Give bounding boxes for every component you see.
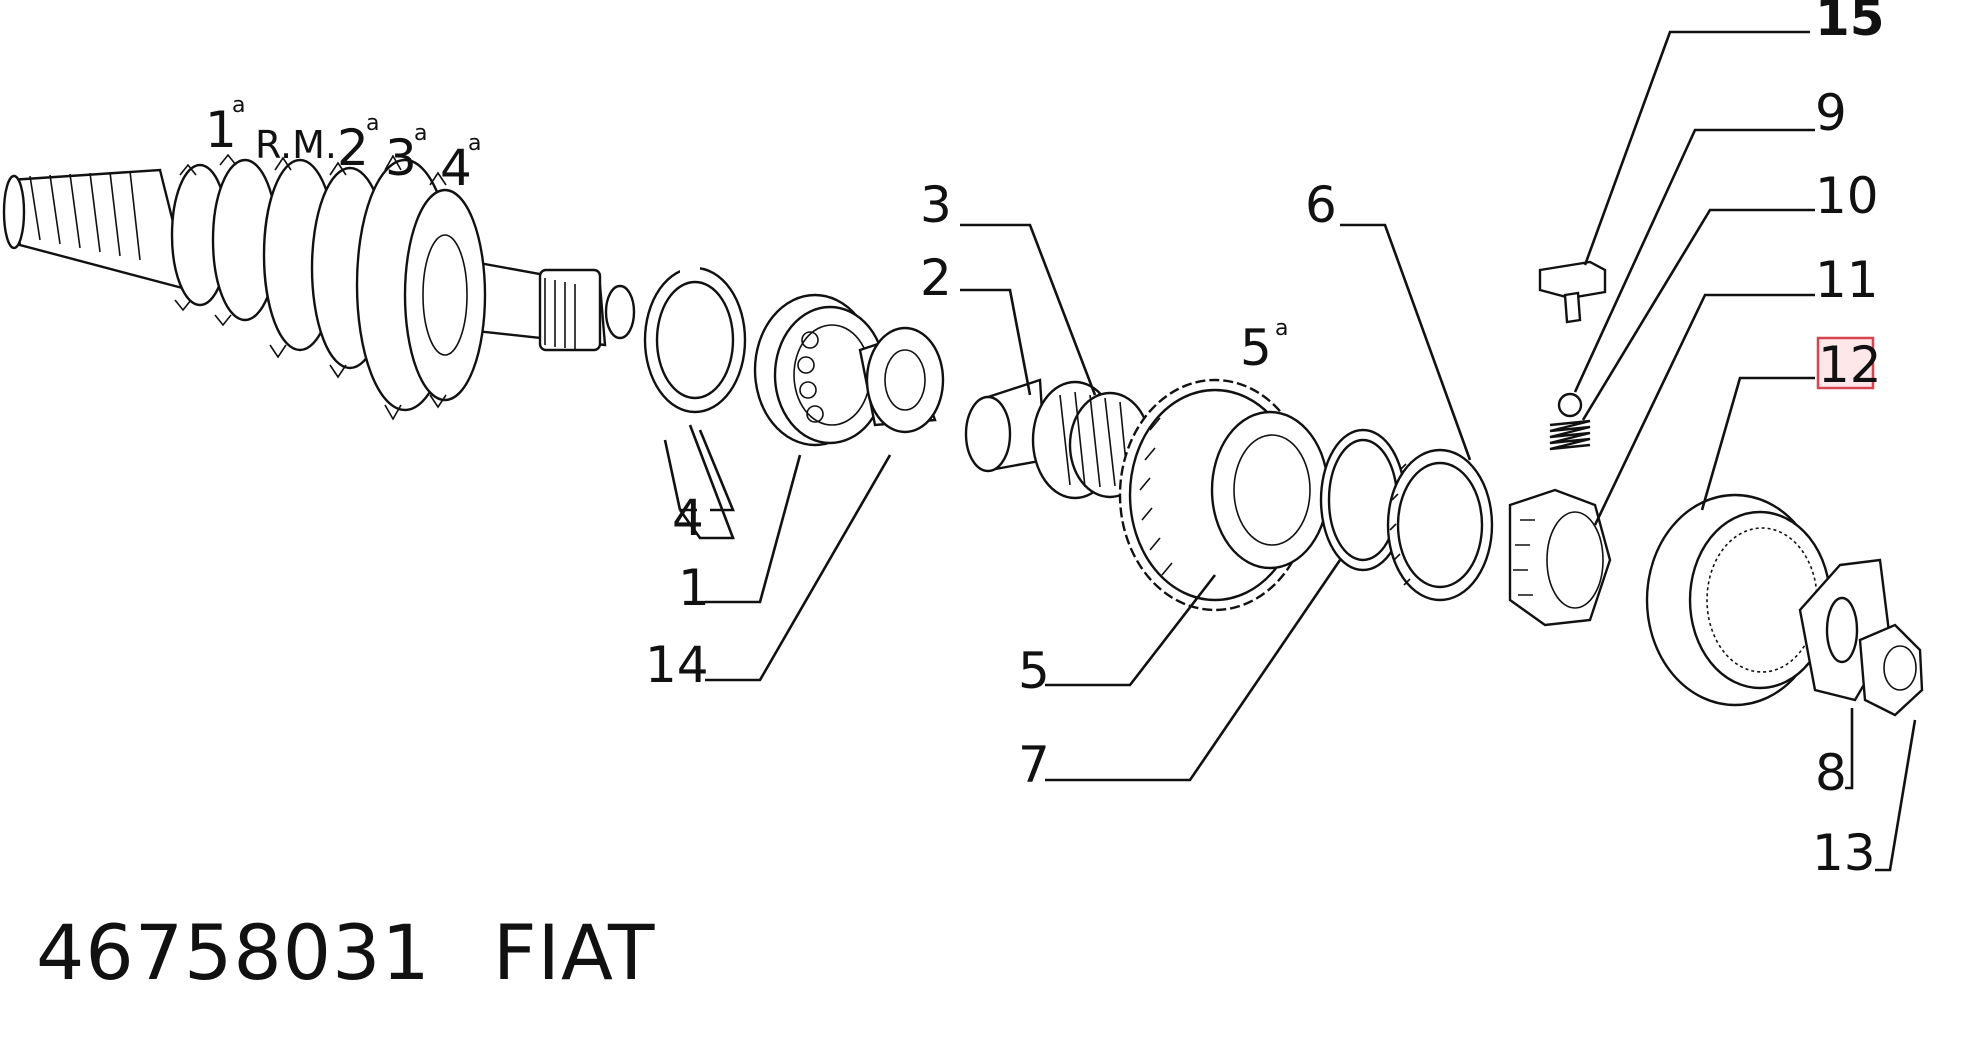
part-9-ball[interactable] bbox=[1557, 392, 1583, 418]
gear-label-4: 4 bbox=[440, 139, 472, 197]
gear-sup-1: a bbox=[232, 93, 245, 118]
callout-7[interactable]: 7 bbox=[1018, 736, 1050, 794]
part-12-sliding-sleeve[interactable] bbox=[1645, 493, 1832, 707]
part-15-key[interactable] bbox=[1538, 260, 1607, 324]
gear-label-5: 5 bbox=[1240, 319, 1272, 377]
gear-sup-3: a bbox=[414, 121, 427, 146]
callout-3[interactable]: 3 bbox=[920, 176, 952, 234]
callout-11[interactable]: 11 bbox=[1815, 251, 1879, 309]
main-shaft bbox=[2, 168, 636, 352]
callout-12-highlight bbox=[1816, 336, 1875, 390]
callout-6[interactable]: 6 bbox=[1305, 176, 1337, 234]
brand-name: FIAT bbox=[492, 908, 656, 997]
leader-lines bbox=[663, 30, 1917, 872]
callout-9[interactable]: 9 bbox=[1815, 84, 1847, 142]
gear-sup-5: a bbox=[1275, 316, 1288, 341]
part-14-sleeve[interactable] bbox=[858, 326, 945, 434]
callout-12[interactable]: 12 bbox=[1818, 336, 1882, 394]
part-caption: 46758031 FIAT bbox=[36, 908, 717, 997]
part-11-synchro-hub[interactable] bbox=[1508, 488, 1612, 627]
gear-label-2: 2 bbox=[337, 119, 369, 177]
callout-13[interactable]: 13 bbox=[1812, 824, 1876, 882]
part-7-snap-ring[interactable] bbox=[1319, 428, 1407, 572]
part-6-synchro-ring[interactable] bbox=[1386, 448, 1494, 602]
part-1-bearing[interactable] bbox=[753, 293, 887, 447]
callout-15[interactable]: 15 bbox=[1815, 0, 1885, 47]
callout-5[interactable]: 5 bbox=[1018, 642, 1050, 700]
gear-cluster bbox=[170, 153, 487, 421]
gear-label-3: 3 bbox=[385, 129, 417, 187]
callout-8[interactable]: 8 bbox=[1815, 744, 1847, 802]
part-10-spring[interactable] bbox=[1549, 419, 1591, 451]
gear-sup-4: a bbox=[468, 131, 481, 156]
part-number: 46758031 bbox=[36, 908, 431, 997]
callout-1[interactable]: 1 bbox=[678, 559, 710, 617]
part-2-bush[interactable] bbox=[964, 378, 1047, 473]
callout-14[interactable]: 14 bbox=[645, 636, 709, 694]
callout-4[interactable]: 4 bbox=[672, 489, 704, 547]
callout-10[interactable]: 10 bbox=[1815, 167, 1879, 225]
part-13-nut[interactable] bbox=[1858, 623, 1924, 717]
gear-sup-2: a bbox=[366, 111, 379, 136]
gear-label-rm: R.M. bbox=[255, 123, 337, 167]
part-5-fifth-gear[interactable] bbox=[1118, 378, 1330, 612]
part-4-snap-ring[interactable] bbox=[643, 262, 747, 414]
gear-label-1: 1 bbox=[205, 101, 237, 159]
callout-2[interactable]: 2 bbox=[920, 249, 952, 307]
